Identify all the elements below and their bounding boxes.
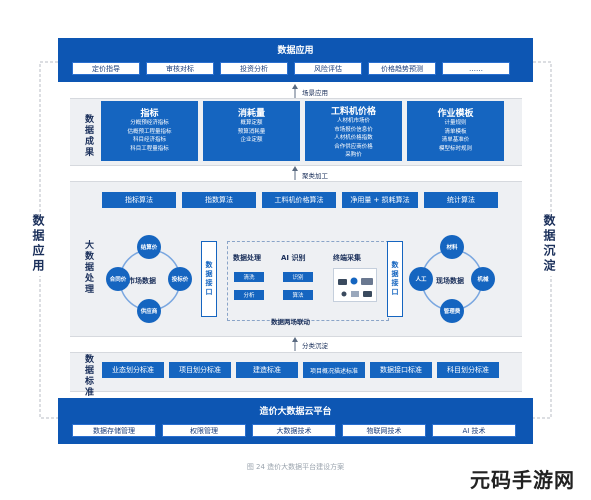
- top-item: 风险评估: [294, 62, 362, 75]
- cloud-item: 物联网技术: [342, 424, 426, 437]
- right-side-label: 数据沉淀: [541, 212, 558, 276]
- result-card-line: 市场报价信息价: [334, 126, 373, 133]
- data-interface-right: 数据接口: [387, 241, 403, 317]
- cloud-item: 大数据技术: [252, 424, 336, 437]
- data-application-title: 数据应用: [277, 46, 314, 56]
- terminal-devices: [333, 268, 377, 302]
- cycle-node: 供应商: [137, 299, 161, 323]
- result-card-line: 人材机价格指数: [334, 135, 373, 141]
- figure-caption: 图 24 造价大数据平台建设方案: [246, 463, 345, 471]
- result-card-line: 合作供应商价格: [334, 143, 373, 150]
- cycle-node: 管理费: [440, 299, 464, 323]
- algorithm-box: 净用量 + 损耗算法: [342, 192, 418, 208]
- flow-label-scene: 场景应用: [302, 89, 328, 97]
- result-card-line: 清单基准价: [441, 137, 470, 143]
- algorithm-box: 统计算法: [424, 192, 498, 208]
- top-item: 投资分析: [220, 62, 288, 75]
- result-card-line: 概算定额: [240, 120, 263, 126]
- cycle-node: 人工: [409, 267, 433, 291]
- processing-item: 分析: [234, 290, 264, 300]
- standards-label: 数据标准: [83, 354, 93, 398]
- ai-item: 识别: [283, 272, 313, 282]
- flow-label-classify: 分类沉淀: [302, 342, 328, 350]
- result-card-title: 作业模板: [437, 109, 474, 119]
- cycle-node: 机械: [471, 267, 495, 291]
- result-card-line: 采购价: [345, 152, 362, 158]
- cycle-node: 投标价: [168, 267, 192, 291]
- result-card-line: 人材机市场价: [336, 118, 370, 124]
- result-card-title: 工料机价格: [330, 107, 376, 117]
- result-card-line: 模型标时规则: [438, 145, 472, 152]
- up-arrow-icon: [292, 166, 298, 180]
- result-card-line: 计量规则: [444, 120, 467, 126]
- cycle-node: 材料: [440, 235, 464, 259]
- watermark: 元码手游网: [470, 468, 575, 492]
- processing-item: 清洗: [234, 272, 264, 282]
- result-card-line: 估概预工程量指标: [127, 128, 172, 135]
- bigdata-label: 大数据处理: [83, 240, 93, 295]
- standard-box: 项目划分标准: [169, 362, 231, 378]
- top-item: ……: [442, 62, 510, 75]
- ai-title: AI 识别: [281, 254, 306, 262]
- result-card-price: 工料机价格 人材机市场价 市场报价信息价 人材机价格指数 合作供应商价格 采购价: [305, 101, 402, 161]
- standard-box: 建造标准: [236, 362, 298, 378]
- left-side-label: 数据应用: [30, 212, 47, 276]
- flow-label-cluster: 聚类加工: [302, 172, 328, 180]
- result-card-line: 科目工程量指标: [130, 145, 169, 152]
- data-interface-left: 数据接口: [201, 241, 217, 317]
- result-card-line: 企业定额: [240, 137, 263, 143]
- cloud-platform-title: 造价大数据云平台: [259, 407, 332, 417]
- standard-box: 项目概况描述标准: [303, 362, 365, 378]
- processing-title: 数据处理: [233, 254, 261, 262]
- algorithm-box: 工料机价格算法: [262, 192, 336, 208]
- result-card-template: 作业模板 计量规则 清单模板 清单基准价 模型标时规则: [407, 101, 504, 161]
- standard-box: 科目划分标准: [437, 362, 499, 378]
- up-arrow-icon: [292, 84, 298, 98]
- result-card-line: 预算消耗量: [237, 128, 266, 135]
- cloud-item: 权限管理: [162, 424, 246, 437]
- standard-box: 数据接口标准: [370, 362, 432, 378]
- cloud-platform-panel: 造价大数据云平台: [58, 398, 533, 444]
- terminal-title: 终端采集: [333, 254, 361, 262]
- algorithm-box: 指数算法: [182, 192, 256, 208]
- results-label: 数据成果: [83, 114, 93, 158]
- algorithm-box: 指标算法: [102, 192, 176, 208]
- cloud-item: 数据存储管理: [72, 424, 156, 437]
- top-item: 审核对标: [146, 62, 214, 75]
- result-card-line: 分概预经济指标: [130, 120, 169, 126]
- result-card-indicator: 指标 分概预经济指标 估概预工程量指标 科目经济指标 科目工程量指标: [101, 101, 198, 161]
- two-site-link-label: 数据两场联动: [271, 318, 310, 326]
- up-arrow-icon: [292, 337, 298, 351]
- result-card-title: 消耗量: [237, 109, 265, 119]
- top-item: 定价指导: [72, 62, 140, 75]
- result-card-line: 科目经济指标: [132, 137, 166, 143]
- data-application-panel: 数据应用: [58, 38, 533, 82]
- top-item: 价格趋势预测: [368, 62, 436, 75]
- ai-item: 算法: [283, 290, 313, 300]
- standard-box: 业态划分标准: [102, 362, 164, 378]
- devices-icon: [338, 277, 373, 297]
- market-data-center: 市场数据: [128, 277, 156, 285]
- cycle-node: 合同价: [106, 267, 130, 291]
- result-card-line: 清单模板: [444, 128, 467, 135]
- cloud-item: AI 技术: [432, 424, 516, 437]
- result-card-consumption: 消耗量 概算定额 预算消耗量 企业定额: [203, 101, 300, 161]
- cycle-node: 结算价: [137, 235, 161, 259]
- result-card-title: 指标: [140, 109, 159, 119]
- site-data-center: 现场数据: [436, 277, 464, 285]
